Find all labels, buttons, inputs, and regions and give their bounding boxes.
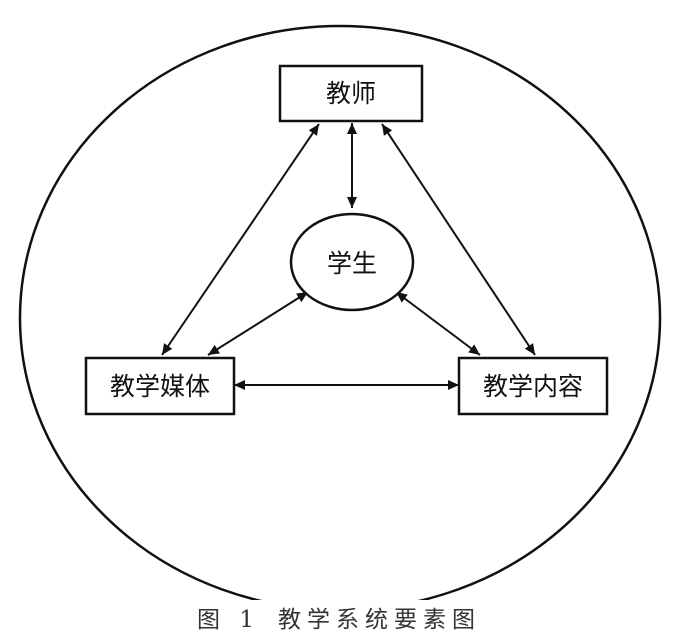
- media-node: 教学媒体: [84, 356, 236, 416]
- figure-caption: 图 1 教学系统要素图: [0, 600, 678, 634]
- teacher-label: 教师: [326, 79, 376, 108]
- student-node: 学生: [289, 212, 415, 312]
- content-node: 教学内容: [457, 356, 609, 416]
- student-label: 学生: [327, 249, 377, 278]
- teaching-system-diagram: 教师 学生 教学媒体 教学内容: [18, 24, 662, 600]
- arrow-teacher-media: [161, 123, 320, 356]
- figure-number: 图 1: [197, 607, 260, 633]
- arrow-student-media: [207, 291, 309, 356]
- figure-title: 教学系统要素图: [277, 607, 481, 633]
- arrow-student-content: [395, 291, 481, 356]
- content-label: 教学内容: [483, 372, 583, 401]
- arrow-teacher-content: [381, 123, 536, 356]
- media-label: 教学媒体: [110, 372, 210, 401]
- system-boundary-ellipse: [18, 24, 662, 600]
- teacher-node: 教师: [278, 64, 424, 123]
